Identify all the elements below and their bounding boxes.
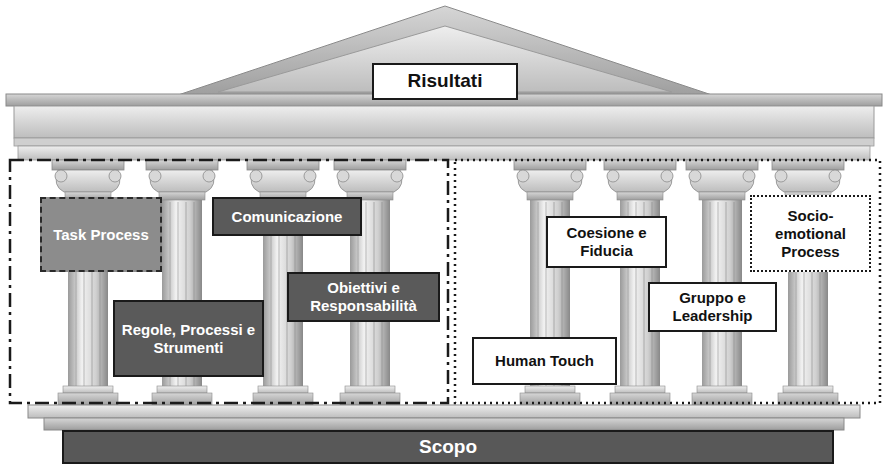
box-label: Risultati	[408, 70, 483, 93]
pillar-box: Regole, Processi e Strumenti	[113, 300, 264, 377]
box-label: Human Touch	[495, 352, 594, 370]
box-label: Coesione e Fiducia	[553, 224, 660, 260]
pillar-box: Human Touch	[472, 337, 617, 385]
pillar-box: Obiettivi e Responsabilità	[287, 272, 440, 322]
pillar-box: Coesione e Fiducia	[546, 216, 667, 268]
pillar-box: Gruppo e Leadership	[648, 282, 777, 332]
box-label: Gruppo e Leadership	[655, 289, 770, 325]
box-label: Socio-emotional Process	[757, 207, 864, 261]
pillar-box: Comunicazione	[212, 197, 362, 236]
box-label: Regole, Processi e Strumenti	[120, 321, 257, 357]
box-label: Scopo	[419, 436, 477, 459]
task-process-box: Task Process	[40, 197, 162, 272]
socio-emotional-process-box: Socio-emotional Process	[750, 195, 871, 272]
result-box: Risultati	[372, 63, 518, 100]
box-label: Obiettivi e Responsabilità	[294, 279, 433, 315]
purpose-base-bar: Scopo	[62, 430, 834, 464]
box-label: Task Process	[53, 226, 149, 244]
box-label: Comunicazione	[232, 208, 343, 226]
